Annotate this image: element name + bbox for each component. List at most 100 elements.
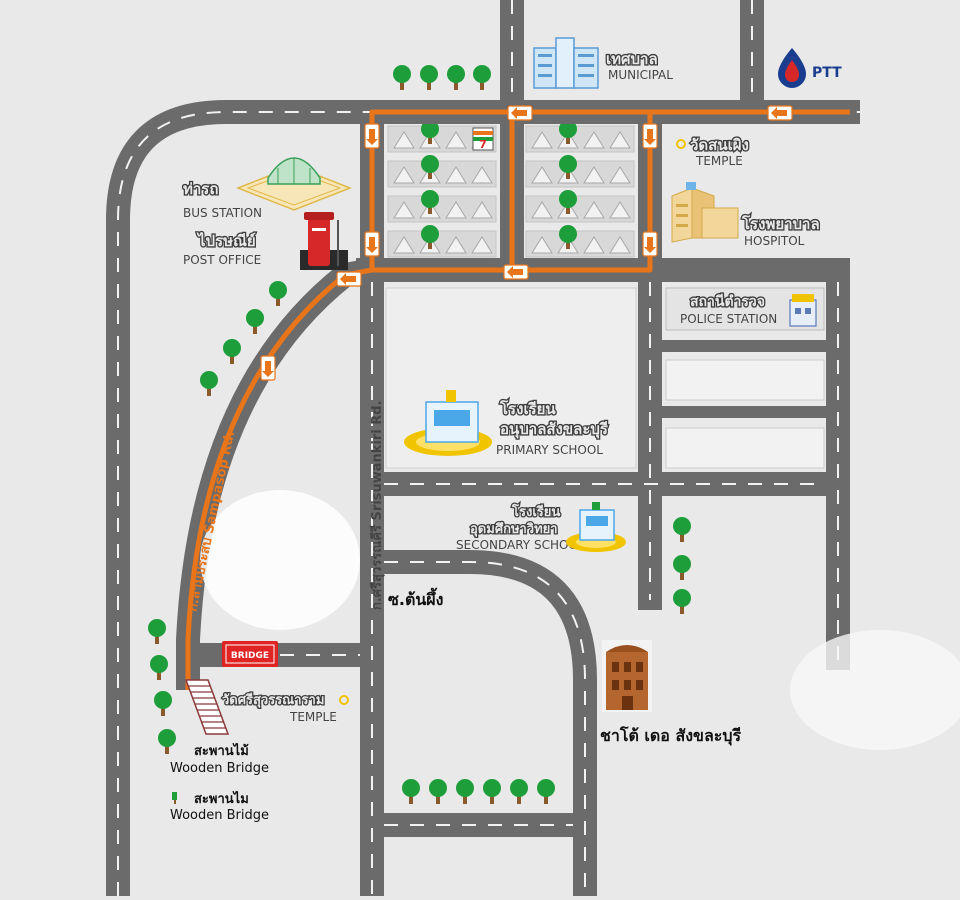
police-label-th: สถานีตำรวจ [690,294,765,310]
temple-marker-icon [676,139,686,149]
seven-eleven-icon: 7 [472,127,494,151]
route-arrow-icon [767,105,793,121]
route-arrow-icon [642,231,658,257]
post-office-icon [300,212,348,270]
house-row [387,155,497,188]
primary-school-label-en: PRIMARY SCHOOL [496,443,603,457]
tree-icon [150,655,168,680]
house-row [387,225,497,258]
bus-station-label-th: ท่ารถ [183,180,218,198]
post-office-label-th: ไปรษณีย์ [196,231,256,250]
route-arrow-icon [260,355,276,381]
tree-icon [447,65,465,90]
road-soi-curve [372,550,597,896]
hospital-label-en: HOSPITOL [744,234,805,248]
temple-label-en: TEMPLE [695,154,743,168]
wooden-bridge2-label-th: สะพานไม [194,790,249,807]
tree-icon [473,65,491,90]
police-label-en: POLICE STATION [680,312,777,326]
tree-block-2 [665,427,825,469]
fade-center-left [200,490,360,630]
route-arrow-icon [336,271,362,287]
tree-icon [420,65,438,90]
route-arrow-icon [507,105,533,121]
ptt-label: PTT [812,65,842,81]
temple2-marker-icon [339,695,349,705]
primary-school-icon [404,390,492,456]
wooden-bridge2-label-en: Wooden Bridge [170,808,269,823]
secondary-school-label-th1: โรงเรียน [511,503,560,520]
route-arrow-icon [364,231,380,257]
bus-station-label-en: BUS STATION [183,206,262,220]
wooden-bridge1-label-en: Wooden Bridge [170,761,269,776]
tree-icon [154,691,172,716]
tree-icon [673,589,691,614]
tree-icon [402,779,420,804]
tree-icon [223,339,241,364]
police-station-icon [789,294,817,327]
soi-label: ซ.ต้นผึ้ง [388,587,443,609]
tree-icon [456,779,474,804]
municipal-building-icon [533,37,599,89]
house-row [525,155,635,188]
secondary-school-icon [566,502,626,552]
hospital-label-th: โรงพยาบาล [741,214,820,233]
primary-school-label-th2: อนุบาลสังขละบุรี [500,420,609,439]
route-arrows [260,105,793,381]
fade-right [790,630,960,750]
tree-icon [148,619,166,644]
hotel-building-icon [602,640,652,712]
house-row [525,190,635,223]
tree-icon [559,155,577,179]
temple2-label-en: TEMPLE [289,710,337,724]
route-sampasop [185,267,373,690]
temple2-label-th: วัดศรีสุวรรณาราม [222,692,324,708]
bridge-sign-icon: BRIDGE [222,641,278,667]
tree-icon [269,281,287,306]
tree-icon [559,190,577,214]
tree-icon [559,225,577,249]
tree-icon [421,190,439,214]
tree-icon [421,225,439,249]
tree-icon [246,309,264,334]
wooden-bridge1-label-th: สะพานไม้ [194,742,249,759]
lane-west-curve [117,111,860,896]
tree-icon [421,120,439,144]
tree-icon [158,729,176,754]
tree-icon [673,555,691,580]
house-row [387,190,497,223]
tree-icon [200,371,218,396]
tree-icon [421,155,439,179]
roads [106,0,860,896]
tree-icon [673,517,691,542]
tree-icon [537,779,555,804]
secondary-school-label-th2: อุดมศึกษาวิทยา [470,521,558,537]
ptt-logo-icon [778,48,806,88]
tree-icon [559,120,577,144]
secondary-school-label-en: SECONDARY SCHOOL [456,538,585,552]
hospital-building-icon [671,182,739,243]
house-row [525,225,635,258]
hotel-label: ชาโต้ เดอ สังขละบุรี [600,725,742,746]
tree-block-1 [665,359,825,401]
road-label-srisuwankiri: ก.ศรีสุวรรณคีรี Srisuwankiri Rd. [369,400,385,610]
municipal-label-th: เทศบาล [606,50,658,68]
seven-eleven-label: 7 [479,138,487,151]
route-arrow-icon [503,264,529,280]
tree-icon [510,779,528,804]
tree-icon [483,779,501,804]
route-arrow-icon [364,123,380,149]
tree-icon [393,65,411,90]
tree-icon [429,779,447,804]
wooden-bridge2-marker-icon [172,792,177,804]
primary-school-label-th1: โรงเรียน [499,399,556,418]
bus-station-icon [235,157,353,211]
post-office-label-en: POST OFFICE [183,253,261,267]
faded-areas [200,490,960,750]
house-row [525,120,635,153]
bridge-sign-label: BRIDGE [231,651,269,661]
temple-label-th: วัดสนเผิง [690,136,749,154]
route-arrow-icon [642,123,658,149]
